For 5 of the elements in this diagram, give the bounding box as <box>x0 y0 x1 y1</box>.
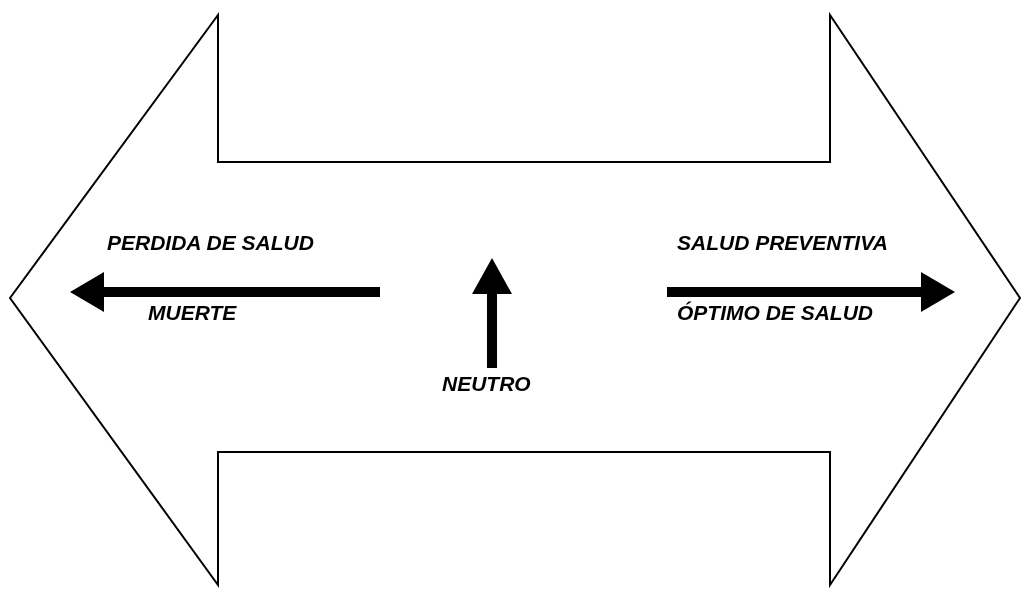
arrow-label: SALUD PREVENTIVA <box>677 231 888 255</box>
arrow-label: PERDIDA DE SALUD <box>107 231 314 255</box>
arrow-label: ÓPTIMO DE SALUD <box>677 301 873 325</box>
arrow-label: NEUTRO <box>442 372 531 396</box>
arrow-label: MUERTE <box>148 301 237 325</box>
